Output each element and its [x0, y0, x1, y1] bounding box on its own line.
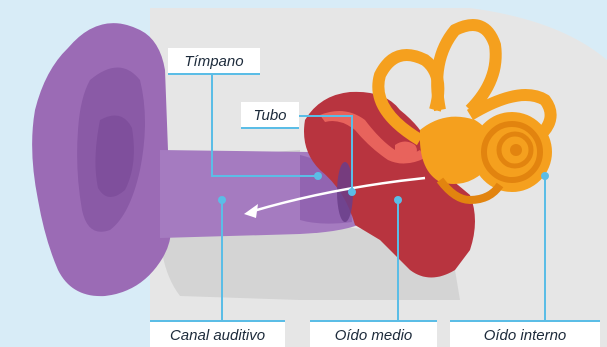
dot-timpano	[314, 172, 322, 180]
label-oido-interno: Oído interno	[450, 320, 600, 347]
label-timpano: Tímpano	[168, 48, 260, 75]
dot-medio	[394, 196, 402, 204]
cochlea-spiral-3	[510, 144, 522, 156]
label-oido-medio: Oído medio	[310, 320, 437, 347]
dot-canal	[218, 196, 226, 204]
label-canal-auditivo: Canal auditivo	[150, 320, 285, 347]
dot-tubo	[348, 188, 356, 196]
label-tubo: Tubo	[241, 102, 299, 129]
dot-interno	[541, 172, 549, 180]
